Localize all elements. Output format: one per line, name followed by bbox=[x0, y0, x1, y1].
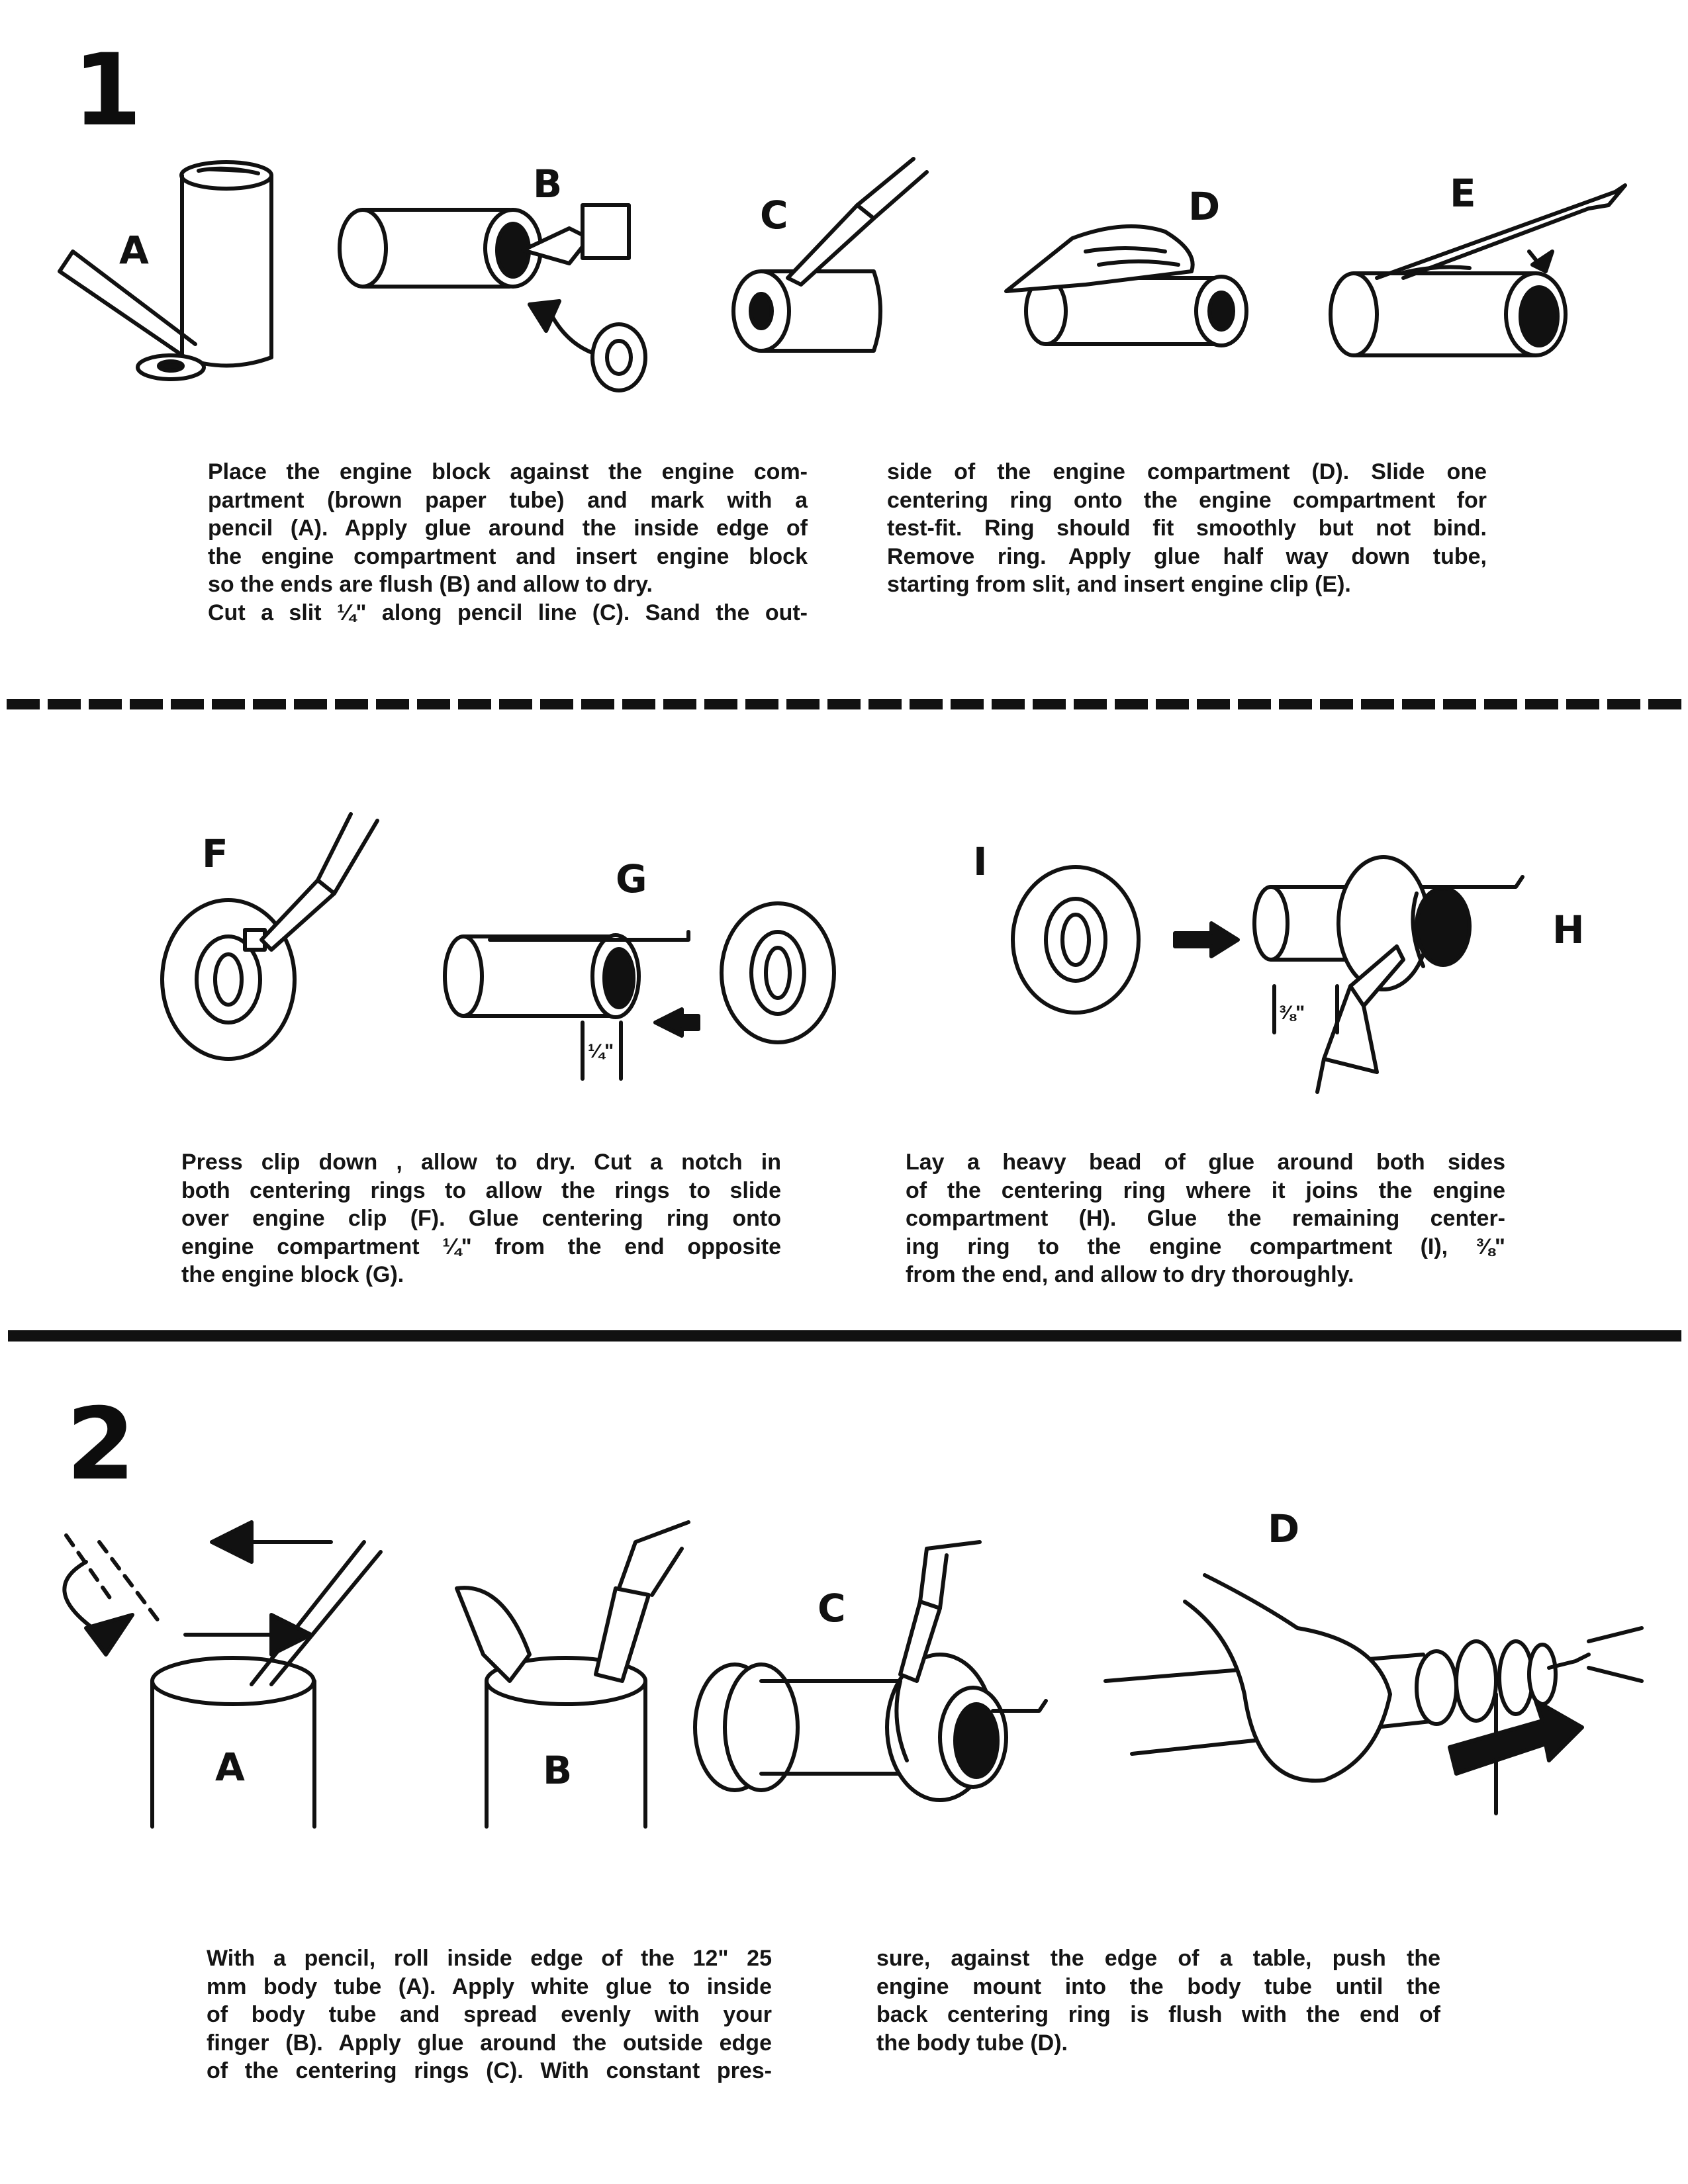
text-line: ing ring to the engine compartment (I), … bbox=[906, 1234, 1505, 1259]
text-line: mm body tube (A). Apply white glue to in… bbox=[207, 1974, 772, 1999]
label-1a: A bbox=[119, 228, 149, 273]
label-2c: C bbox=[818, 1586, 846, 1631]
text-line: the body tube (D). bbox=[876, 2030, 1068, 2056]
text-line: of body tube and spread evenly with your bbox=[207, 2002, 772, 2027]
illustration-i-second-ring: I bbox=[973, 839, 1240, 1015]
text-line: test-fit. Ring should fit smoothly but n… bbox=[887, 516, 1487, 541]
step-1-text-right: side of the engine compartment (D). Slid… bbox=[887, 458, 1487, 599]
illustration-1d-sand: D bbox=[1004, 184, 1248, 347]
text-line: of the centering ring where it joins the… bbox=[906, 1177, 1505, 1203]
text-line: centering ring onto the engine compartme… bbox=[887, 487, 1487, 513]
text-line: partment (brown paper tube) and mark wit… bbox=[208, 487, 808, 513]
label-1c: C bbox=[760, 193, 788, 238]
text-line: both centering rings to allow the rings … bbox=[181, 1177, 781, 1203]
step-2-number: 2 bbox=[66, 1387, 136, 1502]
text-line: sure, against the edge of a table, push … bbox=[876, 1946, 1440, 1971]
step-1-text-left: Place the engine block against the engin… bbox=[208, 458, 808, 627]
label-f: F bbox=[202, 831, 228, 876]
illustration-2d-push-mount: D bbox=[1103, 1506, 1644, 1815]
text-line: over engine clip (F). Glue centering rin… bbox=[181, 1206, 781, 1231]
text-line: Cut a slit ¼" along pencil line (C). San… bbox=[208, 600, 808, 625]
illustration-1e-insert-clip: E bbox=[1329, 171, 1627, 357]
text-line: Remove ring. Apply glue half way down tu… bbox=[887, 543, 1487, 569]
text-line: engine compartment ¼" from the end oppos… bbox=[181, 1234, 781, 1259]
text-line: finger (B). Apply glue around the outsid… bbox=[207, 2030, 772, 2056]
label-2b: B bbox=[543, 1748, 572, 1793]
text-line: back centering ring is flush with the en… bbox=[876, 2002, 1440, 2027]
illustration-1b-insert-engine-block: B bbox=[338, 161, 647, 392]
label-g: G bbox=[616, 856, 647, 901]
label-i: I bbox=[973, 839, 988, 884]
illustration-2a-roll-pencil: A bbox=[62, 1520, 383, 1829]
dimension-three-eighths-inch: ⅜" bbox=[1279, 1002, 1305, 1024]
solid-divider bbox=[8, 1330, 1681, 1342]
text-line: Lay a heavy bead of glue around both sid… bbox=[906, 1150, 1505, 1175]
step-1b-text-right: Lay a heavy bead of glue around both sid… bbox=[906, 1148, 1505, 1289]
dashed-divider bbox=[7, 699, 1681, 709]
label-h: H bbox=[1552, 907, 1585, 952]
step-1-number: 1 bbox=[73, 33, 142, 148]
text-line: of the centering rings (C). With constan… bbox=[207, 2058, 772, 2083]
text-line: Place the engine block against the engin… bbox=[208, 459, 808, 484]
label-2a: A bbox=[215, 1745, 245, 1790]
step-2-text-right: sure, against the edge of a table, push … bbox=[876, 1944, 1440, 2057]
text-line: side of the engine compartment (D). Slid… bbox=[887, 459, 1487, 484]
step-2-text-left: With a pencil, roll inside edge of the 1… bbox=[207, 1944, 772, 2085]
illustration-f-notch-ring: F bbox=[160, 812, 379, 1061]
illustration-g-glue-ring: ¼" G bbox=[443, 856, 836, 1081]
text-line: starting from slit, and insert engine cl… bbox=[887, 572, 1351, 597]
text-line: With a pencil, roll inside edge of the 1… bbox=[207, 1946, 772, 1971]
label-1d: D bbox=[1188, 184, 1220, 229]
text-line: so the ends are flush (B) and allow to d… bbox=[208, 572, 653, 597]
illustration-2b-spread-glue: B bbox=[455, 1520, 690, 1829]
text-line: from the end, and allow to dry thoroughl… bbox=[906, 1262, 1354, 1287]
text-line: Press clip down , allow to dry. Cut a no… bbox=[181, 1150, 781, 1175]
text-line: the engine block (G). bbox=[181, 1262, 404, 1287]
text-line: the engine compartment and insert engine… bbox=[208, 543, 808, 569]
illustration-2c-glue-rings: C bbox=[693, 1540, 1048, 1802]
illustration-1c-cut-slit: C bbox=[731, 157, 929, 353]
text-line: compartment (H). Glue the remaining cent… bbox=[906, 1206, 1505, 1231]
text-line: engine mount into the body tube until th… bbox=[876, 1974, 1440, 1999]
illustration-h-glue-bead: ⅜" H bbox=[1252, 855, 1585, 1094]
illustration-1a-pencil-mark: A bbox=[58, 160, 273, 381]
label-2d: D bbox=[1268, 1506, 1299, 1551]
label-1e: E bbox=[1450, 171, 1476, 216]
text-line: pencil (A). Apply glue around the inside… bbox=[208, 516, 808, 541]
step-1b-text-left: Press clip down , allow to dry. Cut a no… bbox=[181, 1148, 781, 1289]
label-1b: B bbox=[533, 161, 562, 206]
dimension-quarter-inch: ¼" bbox=[588, 1040, 614, 1062]
